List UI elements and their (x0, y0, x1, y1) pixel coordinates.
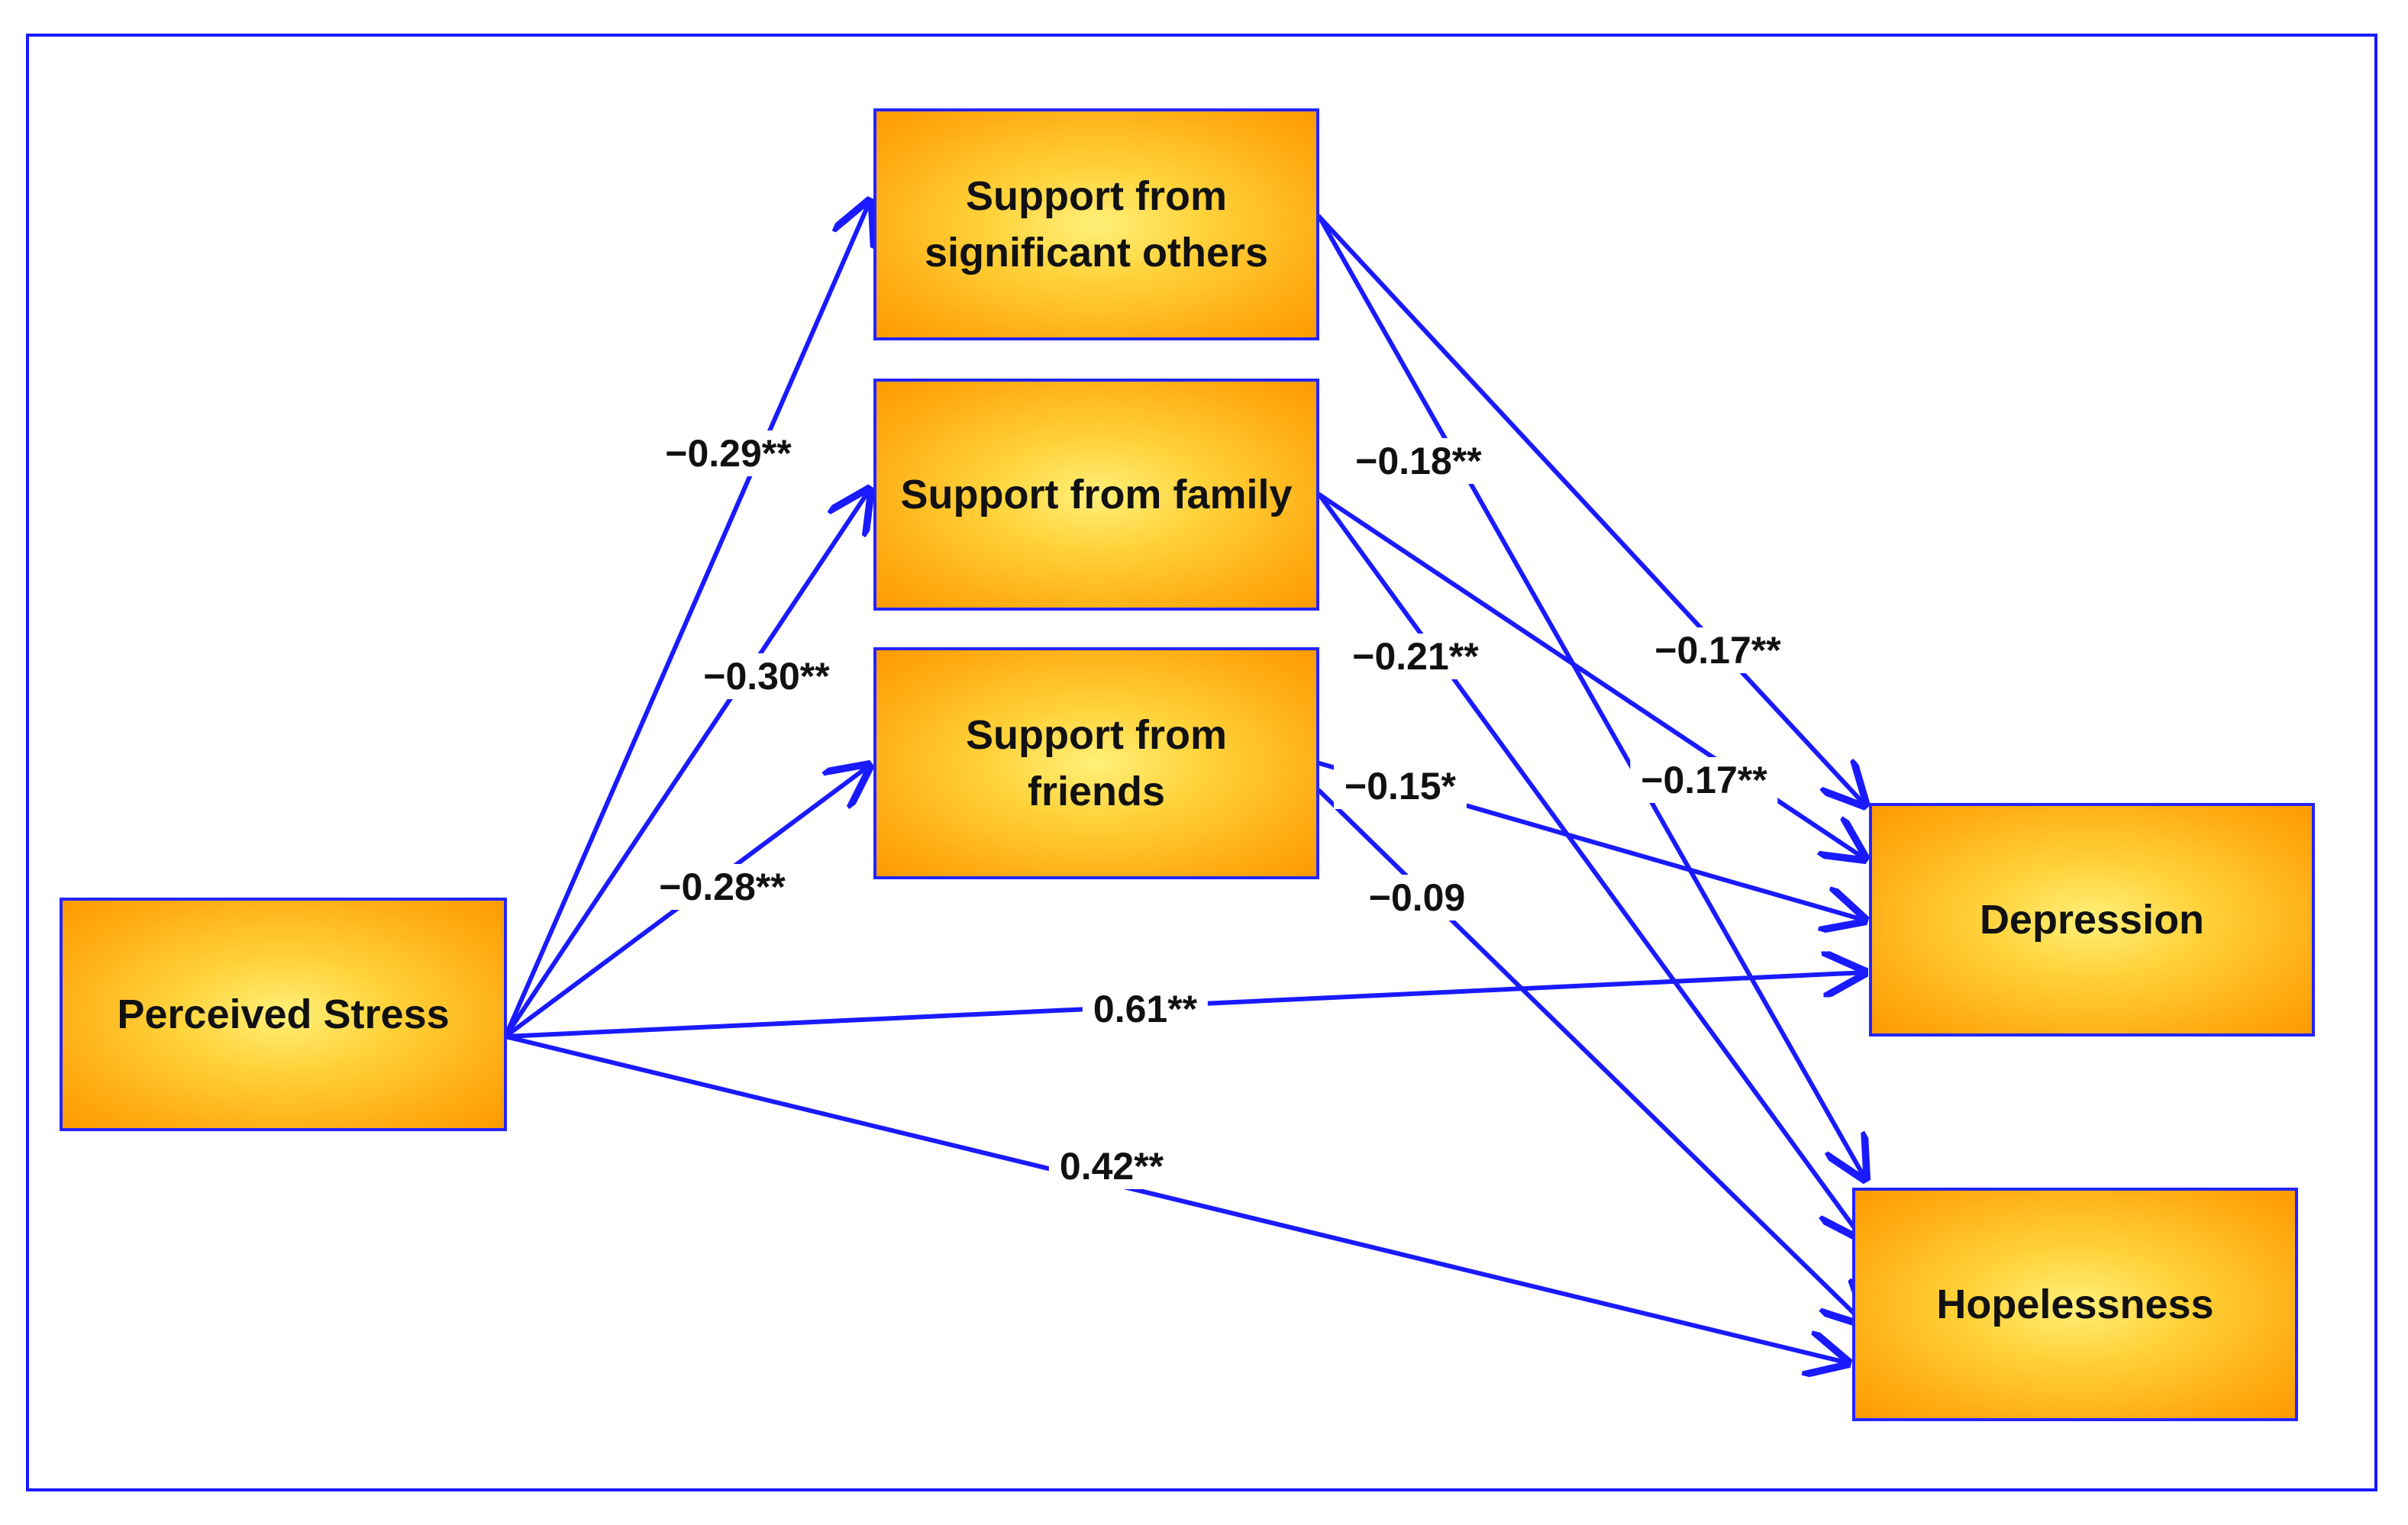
node-perceived-stress: Perceived Stress (60, 898, 507, 1131)
coef-family-depression: −0.17** (1630, 757, 1778, 803)
coef-friends-hopelessness: −0.09 (1357, 875, 1477, 920)
node-label: Perceived Stress (117, 991, 450, 1037)
coef-stress-depression: 0.61** (1082, 986, 1209, 1032)
node-label: Depression (1979, 897, 2205, 943)
node-label: Support from family (900, 472, 1293, 517)
coef-sig-others-depression: −0.17** (1644, 627, 1792, 673)
coef-stress-sig-others: −0.29** (654, 430, 802, 476)
arrow-stress-to-sig_others (503, 200, 870, 1039)
arrow-sig_others-to-hopelessness (1317, 214, 1866, 1180)
coef-family-hopelessness: −0.21** (1341, 634, 1490, 679)
node-label-line1: Support from (966, 712, 1227, 758)
node-support-friends: Support from friends (873, 647, 1319, 879)
coef-stress-friends: −0.28** (648, 864, 796, 910)
node-label: Hopelessness (1936, 1282, 2214, 1327)
node-label-line2: friends (1027, 769, 1166, 814)
coef-friends-depression: −0.15* (1334, 763, 1467, 809)
node-label-line2: significant others (924, 230, 1269, 276)
node-support-significant-others: Support from significant others (873, 108, 1319, 340)
arrow-family-to-hopelessness (1317, 492, 1863, 1240)
coef-stress-family: −0.30** (692, 653, 841, 699)
node-depression: Depression (1869, 803, 2315, 1037)
diagram-frame (26, 34, 2377, 1491)
arrow-stress-to-hopelessness (503, 1034, 1849, 1363)
arrow-stress-to-family (503, 488, 870, 1039)
path-arrows (503, 200, 1866, 1363)
coef-stress-hopelessness: 0.42** (1048, 1143, 1175, 1189)
node-support-family: Support from family (873, 379, 1319, 611)
node-label-line1: Support from (966, 173, 1227, 219)
arrow-sig_others-to-depression (1317, 214, 1866, 806)
node-hopelessness: Hopelessness (1852, 1188, 2298, 1421)
coef-sig-others-hopelessness: −0.18** (1344, 438, 1493, 484)
